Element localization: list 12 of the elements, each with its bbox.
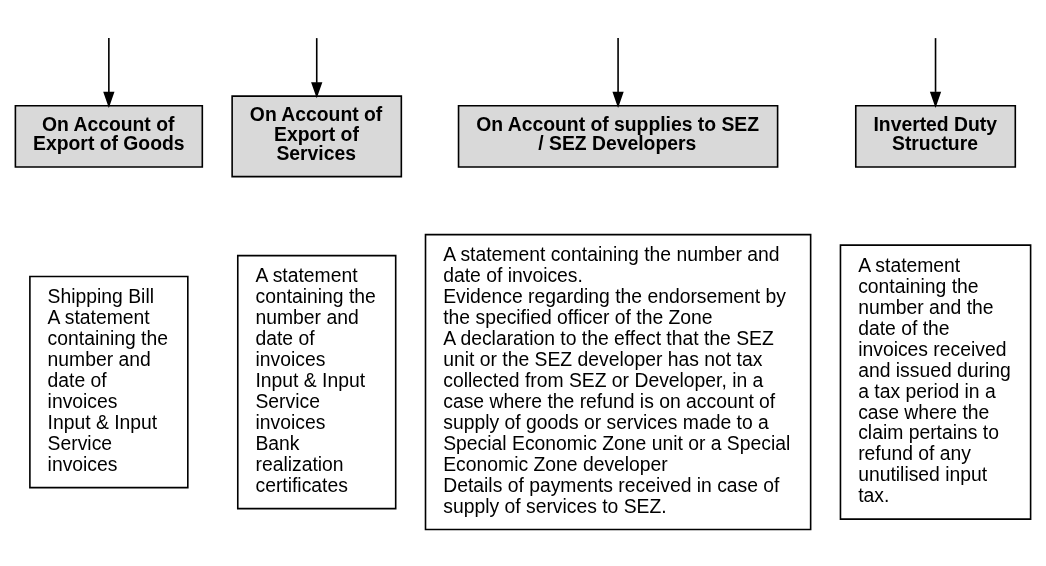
arrow <box>612 37 624 108</box>
node-box: A statement containing the number and date of invoices Input & Input Service invoices Bank realization certificates <box>236 254 397 510</box>
node-box: Shipping Bill A statement containing the number and date of invoices Input & Input Service invoices <box>29 275 189 489</box>
node-box: On Account of Export of Goods <box>14 104 204 168</box>
node-box: On Account of supplies to SEZ / SEZ Developers <box>457 104 779 168</box>
arrow <box>103 37 115 108</box>
node-box: A statement containing the number and date of invoices. Evidence regarding the endorsement by the specified officer of the Zone A declaration to the effect that the SEZ unit or the SEZ developer has not tax collected from SEZ or Developer, in a case where the refund is on account of supply of goods or services made to a Special Economic Zone unit or a Special Economic Zone developer Details of payments received in case of supply of services to SEZ. <box>424 233 812 531</box>
node-box: A statement containing the number and the date of the invoices received and issued during a tax period in a case where the claim pertains to refund of any unutilised input tax. <box>839 244 1032 520</box>
arrow <box>311 37 323 99</box>
arrow <box>929 37 942 108</box>
node-box: On Account of Export of Services <box>231 95 403 178</box>
node-box: Inverted Duty Structure <box>854 104 1017 168</box>
